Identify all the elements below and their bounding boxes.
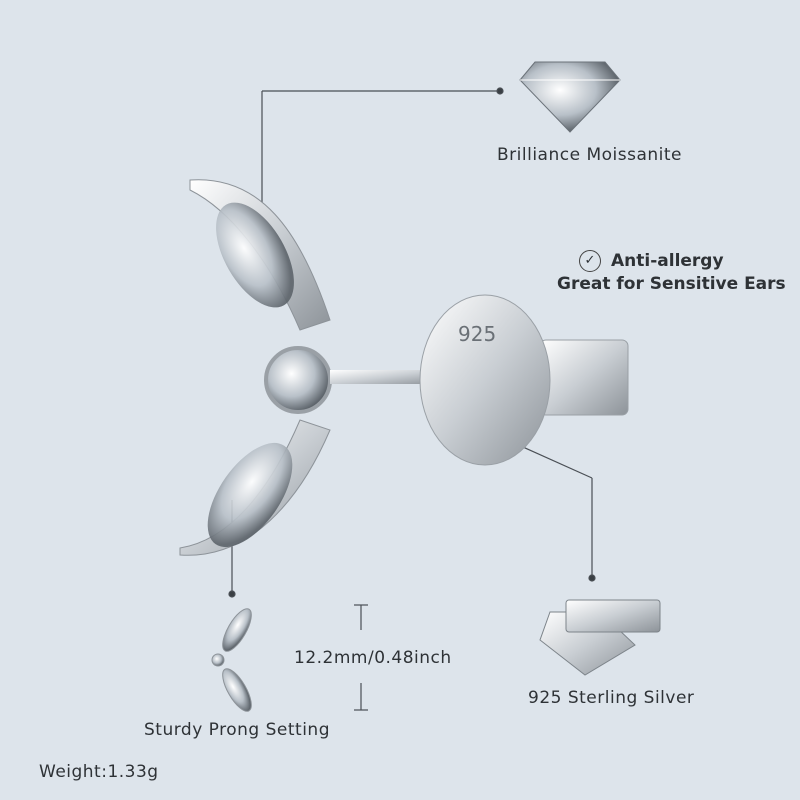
silver-label: 925 Sterling Silver xyxy=(528,688,695,708)
moissanite-label: Brilliance Moissanite xyxy=(497,145,682,165)
earring-image xyxy=(179,179,629,556)
anti-allergy-title: Anti-allergy xyxy=(611,251,724,271)
prong-setting-image xyxy=(211,608,252,712)
moissanite-diamond-image xyxy=(519,61,621,133)
weight-label: Weight:1.33g xyxy=(39,762,159,782)
check-circle-icon: ✓ xyxy=(579,250,601,272)
size-label: 12.2mm/0.48inch xyxy=(294,648,452,668)
anti-allergy-subtitle: Great for Sensitive Ears xyxy=(557,274,786,294)
silver-plates-image xyxy=(539,599,661,676)
stamp-925: 925 xyxy=(458,322,497,346)
prong-label: Sturdy Prong Setting xyxy=(144,720,330,740)
